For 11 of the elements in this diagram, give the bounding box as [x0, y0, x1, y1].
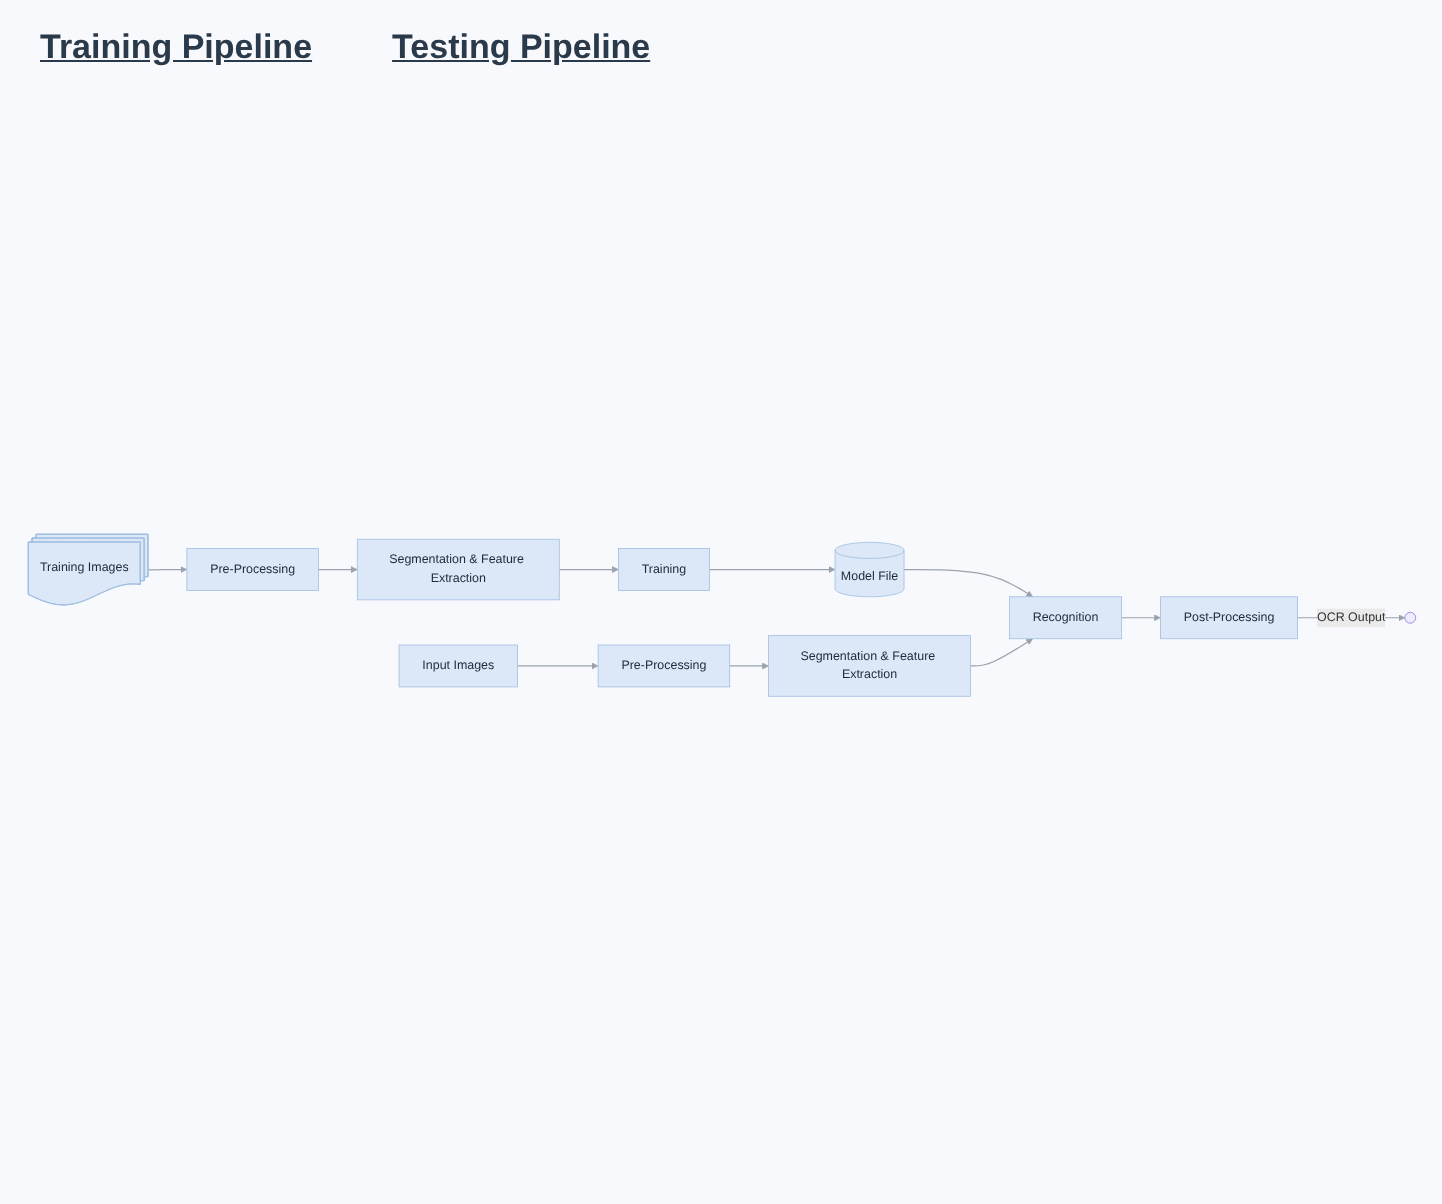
arrow — [902, 569, 1032, 598]
section-heading: Training Pipeline — [40, 28, 313, 68]
arrow — [557, 566, 618, 574]
arrow — [1120, 615, 1160, 622]
arrow — [707, 566, 835, 574]
arrow — [728, 663, 768, 671]
arrow — [146, 566, 187, 574]
arrow — [968, 639, 1032, 668]
section-heading: Testing Pipeline — [392, 28, 651, 68]
arrow — [316, 566, 357, 574]
arrow — [515, 663, 598, 671]
